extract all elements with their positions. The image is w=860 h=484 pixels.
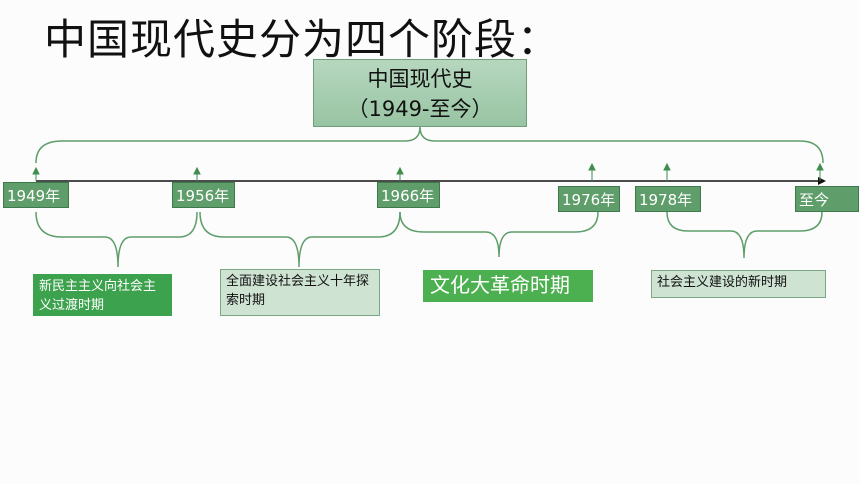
root-node-modern-history: 中国现代史 （1949-至今）	[313, 59, 527, 127]
brace-1949-1956	[35, 211, 198, 268]
period-transition: 新民主主义向社会主义过渡时期	[33, 274, 172, 316]
year-label-1978: 1978年	[635, 186, 701, 212]
brace-1956-1966	[199, 211, 401, 268]
year-label-now: 至今	[795, 186, 859, 212]
timeline-markers	[32, 162, 824, 181]
brace-1966-1976	[399, 211, 599, 258]
year-label-1956: 1956年	[172, 182, 235, 208]
top-brace	[35, 126, 824, 164]
root-node-range: （1949-至今）	[347, 97, 493, 121]
period-new-era: 社会主义建设的新时期	[651, 270, 826, 298]
year-label-1966: 1966年	[377, 182, 440, 208]
brace-1978-now	[666, 211, 823, 259]
marker-1978	[663, 162, 671, 181]
year-label-1949: 1949年	[3, 182, 69, 208]
period-cultural-revolution: 文化大革命时期	[423, 270, 593, 302]
marker-1966	[396, 166, 404, 181]
marker-1956	[193, 166, 201, 181]
root-node-title: 中国现代史	[367, 67, 473, 91]
year-label-1976: 1976年	[558, 186, 620, 212]
marker-1949	[32, 166, 40, 181]
marker-1976	[588, 162, 596, 181]
marker-now	[816, 162, 824, 181]
timeline-arrowhead	[818, 177, 826, 185]
period-ten-year-exploration: 全面建设社会主义十年探索时期	[220, 269, 380, 316]
page-title: 中国现代史分为四个阶段：	[44, 15, 561, 64]
